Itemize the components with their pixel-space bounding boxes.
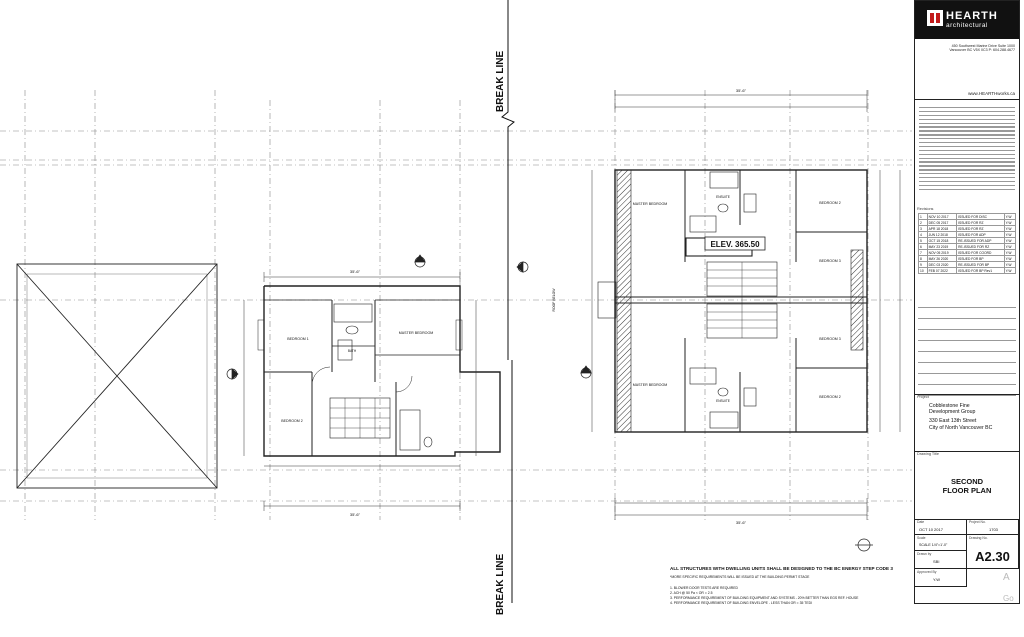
drawing-title-line-1: SECOND	[950, 477, 984, 486]
project-label: Project	[917, 395, 929, 399]
watermark-line-1: A	[1003, 572, 1010, 583]
energy-note-line-2: 2. ACH @ 50 Pa < OR = 2.5	[670, 591, 713, 595]
break-lines	[501, 0, 515, 603]
project-no-value: 1703	[989, 527, 998, 532]
revision-cell: FEB 07 2022	[926, 267, 958, 274]
room-bedroom2-left: BEDROOM 2	[281, 419, 303, 423]
date-cell: Date OCT 10 2017	[915, 519, 967, 535]
watermark-line-2: Go	[1003, 594, 1014, 603]
break-line-bottom-label: BREAK LINE	[495, 554, 506, 615]
firm-name: HEARTH	[946, 10, 998, 22]
dim-top-right: 35'-6"	[736, 88, 747, 93]
general-notes	[919, 107, 1015, 193]
room-ensuite-right-bottom: ENSUITE	[716, 399, 730, 403]
project-info: Cobblestone Fine Development Group 330 E…	[929, 403, 992, 431]
scale-cell: Scale SCALE 1/4"=1'-0"	[915, 535, 967, 551]
drawn-by-label: Drawn by	[917, 552, 932, 556]
room-bath-left: BATH	[348, 349, 357, 353]
revision-blank-lines	[918, 297, 1016, 396]
elevation-callout	[704, 236, 766, 251]
dim-bottom-left: 35'-6"	[350, 512, 361, 517]
drawing-title-line-2: FLOOR PLAN	[942, 486, 992, 495]
revision-cell: 10	[918, 267, 928, 274]
left-dimensions	[243, 272, 477, 511]
break-line-top-label: BREAK LINE	[495, 51, 506, 112]
divider	[915, 394, 1019, 395]
project-name-1: Cobblestone Fine	[929, 403, 970, 409]
revision-cell: ISSUED FOR BP Rev1	[956, 267, 1005, 274]
firm-subtitle: architectural	[946, 22, 988, 29]
drawing-title: SECOND FLOOR PLAN	[915, 477, 1019, 495]
room-bedroom1-left: BEDROOM 1	[287, 337, 309, 341]
energy-note-line-4: 4. PERFORMANCE REQUIREMENT OF BUILDING E…	[670, 601, 812, 605]
dim-top-left: 35'-6"	[350, 269, 361, 274]
divider	[915, 99, 1019, 100]
approved-by-label: Approved By	[917, 570, 937, 574]
room-bedroom2-right-bottom: BEDROOM 2	[819, 395, 841, 399]
room-ensuite-right-top: ENSUITE	[716, 195, 730, 199]
divider	[915, 451, 1019, 452]
date-value: OCT 10 2017	[919, 527, 943, 532]
energy-note-line-0: *MORE SPECIFIC REQUIREMENTS WILL BE ISSU…	[670, 575, 810, 579]
left-unit-plan	[257, 285, 501, 457]
energy-note-line-1: 1. BLOWER DOOR TESTS ARE REQUIRED	[670, 586, 739, 590]
roof-below-label: ROOF BELOW	[552, 288, 556, 312]
right-dimensions	[591, 90, 901, 520]
approved-by-value: Y.W	[933, 577, 941, 582]
room-master-right-top: MASTER BEDROOM	[633, 202, 668, 206]
divider	[915, 519, 1019, 520]
room-master-right-bottom: MASTER BEDROOM	[633, 383, 668, 387]
revisions-label: Revisions	[917, 207, 934, 211]
drawn-by-value: SBI	[933, 559, 940, 564]
sheet-number: A2.30	[975, 549, 1010, 564]
hearth-logo-icon	[927, 10, 943, 26]
sheet-info-grid: Date OCT 10 2017 Project No. 1703 Scale …	[915, 519, 1019, 605]
drawing-no-cell: Drawing No. A2.30	[967, 535, 1019, 569]
section-markers	[226, 254, 873, 552]
room-master-left: MASTER BEDROOM	[399, 331, 434, 335]
gridlines	[0, 90, 912, 520]
drawing-no-label: Drawing No.	[969, 536, 988, 540]
revision-cell: Y.W	[1003, 267, 1017, 274]
address-line-2: Vancouver BC V5X 0C3 P: 604.288.4677	[949, 48, 1015, 53]
approved-by-cell: Approved By Y.W	[915, 569, 967, 587]
scale-value: SCALE 1/4"=1'-0"	[919, 543, 948, 547]
title-block: HEARTH architectural 450 Southwest Marin…	[914, 0, 1020, 604]
firm-website: www.HEARTHworks.ca	[968, 91, 1015, 96]
room-bedroom2-right-top: BEDROOM 2	[819, 201, 841, 205]
energy-note-main: ALL STRUCTURES WITH DWELLING UNITS SHALL…	[670, 566, 893, 571]
firm-address: 450 Southwest Marine Drive Suite 1000 Va…	[923, 44, 1015, 53]
firm-logo: HEARTH architectural	[915, 1, 1019, 39]
energy-note-line-3: 3. PERFORMANCE REQUIREMENT OF BUILDING E…	[670, 596, 859, 600]
address-line-1: 450 Southwest Marine Drive Suite 1000	[951, 44, 1015, 48]
drawn-by-cell: Drawn by SBI	[915, 551, 967, 569]
project-address-2: City of North Vancouver BC	[929, 424, 993, 431]
drawing-title-label: Drawing Title	[917, 452, 939, 456]
room-bedroom3-right-bottom: BEDROOM 3	[819, 337, 841, 341]
scale-label: Scale	[917, 536, 926, 540]
elevation-label: ELEV. 365.50	[710, 240, 760, 249]
room-bedroom3-right-top: BEDROOM 3	[819, 259, 841, 263]
right-duplex-plan	[614, 169, 868, 433]
dim-bottom-right: 35'-6"	[736, 520, 747, 525]
project-address-1: 330 East 13th Street	[929, 418, 977, 425]
date-label: Date	[917, 520, 925, 524]
project-no-label: Project No.	[969, 520, 986, 524]
project-no-cell: Project No. 1703	[967, 519, 1019, 535]
roof-plan	[16, 263, 218, 489]
project-name-2: Development Group	[929, 409, 976, 416]
hatched-walls	[597, 169, 864, 433]
